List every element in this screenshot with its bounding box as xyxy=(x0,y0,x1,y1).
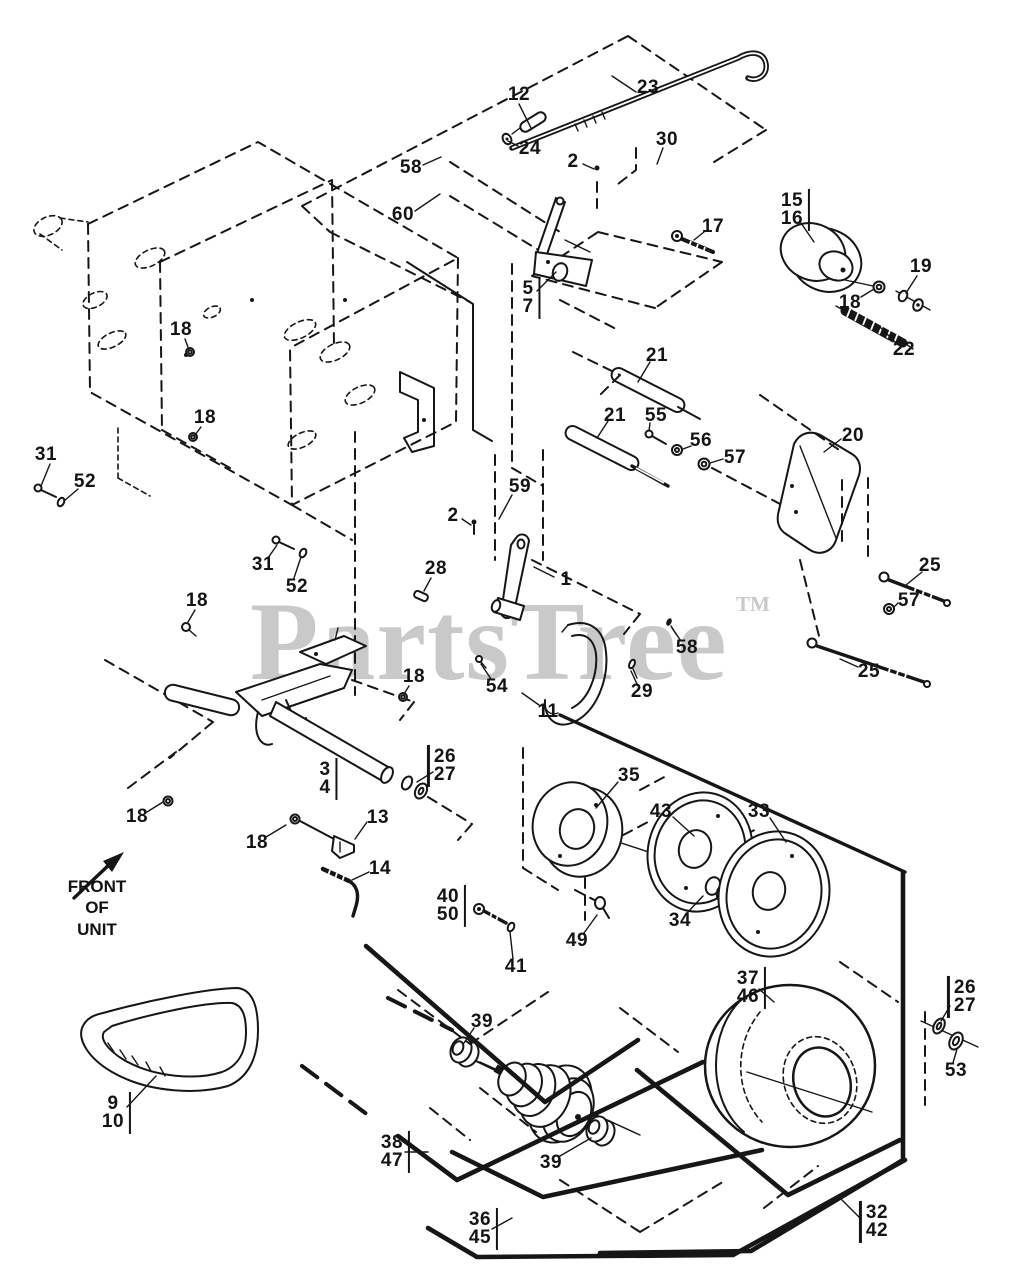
part-callout-2: 2 xyxy=(447,504,459,526)
part-callout-18: 18 xyxy=(193,406,217,428)
front-of-unit-arrow xyxy=(72,852,124,900)
part-callout-14: 14 xyxy=(368,857,392,879)
part-callout-39: 39 xyxy=(539,1151,563,1173)
part-callout-39: 39 xyxy=(470,1010,494,1032)
part-callout-58: 58 xyxy=(399,156,423,178)
upper-panel-dashed xyxy=(301,35,767,309)
part-callout-18: 18 xyxy=(169,318,193,340)
lever-1-group xyxy=(291,165,677,726)
bolt-40-50-washer-41 xyxy=(473,903,516,933)
part-callout-31: 31 xyxy=(34,443,58,465)
part-callout-1: 1 xyxy=(560,568,572,590)
part-callout-23: 23 xyxy=(636,76,660,98)
bolts-25-57 xyxy=(806,571,951,688)
watermark-tm: TM xyxy=(736,592,770,616)
control-rod-23 xyxy=(509,50,769,151)
part-callout-29: 29 xyxy=(630,680,654,702)
belt-9-10 xyxy=(80,987,259,1092)
part-callout-2: 2 xyxy=(567,150,579,172)
part-callout-18: 18 xyxy=(125,805,149,827)
part-callout-57: 57 xyxy=(723,446,747,468)
part-callout-21: 21 xyxy=(645,344,669,366)
roller-15-16 xyxy=(779,222,931,311)
part-callout-60: 60 xyxy=(391,203,415,225)
part-callout-52: 52 xyxy=(73,470,97,492)
part-callout-52: 52 xyxy=(285,575,309,597)
part-callout-58: 58 xyxy=(675,636,699,658)
part-callout-18: 18 xyxy=(185,589,209,611)
part-callout-18: 18 xyxy=(838,291,862,313)
part-callout-25: 25 xyxy=(918,554,942,576)
part-callout-18: 18 xyxy=(245,831,269,853)
part-callout-13: 13 xyxy=(366,806,390,828)
part-callout-59: 59 xyxy=(508,475,532,497)
part-callout-30: 30 xyxy=(655,128,679,150)
bolt-17 xyxy=(671,230,715,254)
callout-leader-lines xyxy=(40,75,958,1230)
part-callout-35: 35 xyxy=(617,764,641,786)
part-callout-34: 34 xyxy=(668,909,692,931)
belt-guard-outline xyxy=(300,713,908,1260)
axle-assembly xyxy=(104,347,473,918)
part-callout-41: 41 xyxy=(504,955,528,977)
part-callout-54: 54 xyxy=(485,675,509,697)
part-callout-17: 17 xyxy=(701,215,725,237)
tire-37-46 xyxy=(703,983,877,1149)
hardware-18-19-22 xyxy=(835,280,924,350)
part-callout-24: 24 xyxy=(518,137,542,159)
washers-26-27-53 xyxy=(920,1011,979,1106)
part-callout-22: 22 xyxy=(892,338,916,360)
part-callout-56: 56 xyxy=(689,429,713,451)
front-label-line-1: FRONT xyxy=(67,877,127,896)
front-of-unit-label: FRONT OF UNIT xyxy=(52,876,142,940)
part-callout-49: 49 xyxy=(565,929,589,951)
part-callout-31: 31 xyxy=(251,553,275,575)
front-label-line-3: UNIT xyxy=(77,919,117,939)
part-callout-18: 18 xyxy=(402,665,426,687)
part-callout-11: 11 xyxy=(537,700,559,722)
fasteners-55-56-57 xyxy=(644,429,783,506)
part-callout-43: 43 xyxy=(649,800,673,822)
part-callout-55: 55 xyxy=(644,404,668,426)
part-callout-53: 53 xyxy=(944,1059,968,1081)
bell-crank-5-7 xyxy=(406,196,593,487)
part-callout-12: 12 xyxy=(507,83,531,105)
bolts-31-52 xyxy=(33,483,308,559)
cable-ferrule-12-24 xyxy=(501,111,547,146)
part-callout-33: 33 xyxy=(747,800,771,822)
part-callout-57: 57 xyxy=(897,589,921,611)
part-callout-19: 19 xyxy=(909,255,933,277)
part-callout-21: 21 xyxy=(603,404,627,426)
bracket-plate-20 xyxy=(759,394,869,641)
part-callout-25: 25 xyxy=(857,660,881,682)
part-callout-20: 20 xyxy=(841,424,865,446)
rods-21 xyxy=(559,299,701,488)
part-callout-28: 28 xyxy=(424,557,448,579)
pulley-group xyxy=(522,747,831,958)
front-label-line-2: OF xyxy=(85,898,109,918)
